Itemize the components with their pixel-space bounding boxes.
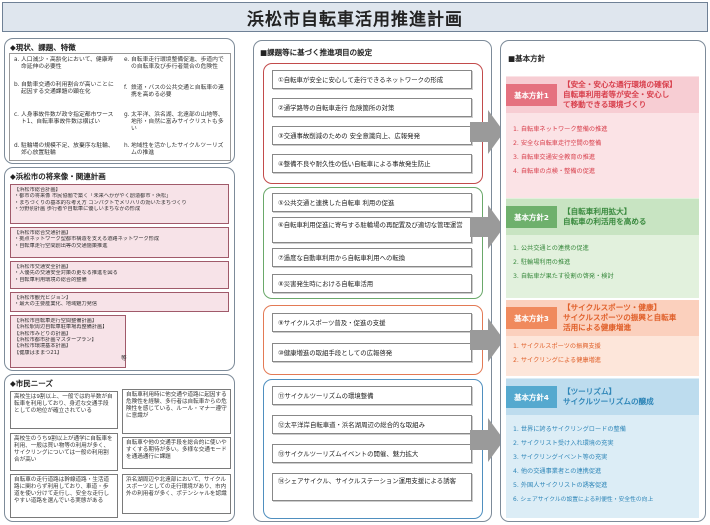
issues-panel: ◆現状、課題、特徴 a.人口減少・高齢化において、健康寿命延伸の必要性 e.自転…	[4, 38, 235, 164]
need-1: 高校生は9割以上、一般では約半数が自転車を利用しており、身近な交通手段としての地…	[10, 391, 118, 429]
policy-1-item-1: 1. 自転車ネットワーク整備の推進	[513, 126, 608, 133]
item-14: ⑭シェアサイクル、サイクルステーション運用支援による誘客	[272, 473, 472, 501]
policy-4-item-6: 6. シェアサイクルの設置による利便性・安全性の向上	[513, 497, 654, 503]
policy-2-item-1: 1. 公共交通との連携の促進	[513, 245, 589, 252]
policy-2-badge: 基本方針2	[506, 206, 557, 228]
issue-h: h.地域性を活かしたサイクルツーリズムの推進	[124, 143, 224, 157]
plans-heading: ◆浜松市の将来像・関連計画	[10, 172, 106, 181]
item-11: ⑪サイクルツーリズムの環境整備	[272, 386, 472, 405]
need-6: 浜名湖周辺や北遠部において、サイクルスポーツとしての走行環境があり、市内外の利用…	[122, 474, 231, 514]
item-5: ⑤公共交通と連携した自転車 利用の促進	[272, 193, 472, 212]
policy-4-item-3: 3. サイクリングイベント等の充実	[513, 454, 608, 461]
plan-anzen: 【浜松市交通安全計画】・人優先の交通安全対策の更なる推進を図る・自転車利用環境の…	[10, 261, 229, 289]
issue-d: d.駐輪場の規模不足、放棄序な駐輪、郊心放置駐輪	[14, 143, 114, 157]
page-title: 浜松市自転車活用推進計画	[2, 2, 708, 32]
policy-2-header: 基本方針2 【自転車利用拡大】自転車の利活用を高める	[506, 199, 699, 235]
plans-panel: ◆浜松市の将来像・関連計画 【浜松市総合計画】・都市の将来像 市民協働で築く「未…	[4, 167, 235, 371]
policy-3-title: 【サイクルスポーツ・健康】サイクルスポーツの振興と自転車活用による健康増進	[563, 303, 677, 332]
policy-1-item-4: 4. 自転車の点検・整備の促進	[513, 168, 596, 175]
item-10: ⑩健康増進の取組手段としての広報啓発	[272, 343, 472, 362]
policy-4-title: 【ツーリズム】サイクルツーリズムの醸成	[563, 387, 654, 406]
issues-inner-box	[9, 53, 231, 161]
policy-2-item-2: 2. 駐輪場利用の推進	[513, 259, 571, 266]
issues-heading: ◆現状、課題、特徴	[10, 43, 76, 52]
plan-kanko: 【浜松市観光ビジョン】・最大の主要産業化、地域魅力発信	[10, 292, 229, 312]
policy-4-item-2: 2. サイクリスト受け入れ環境の充実	[513, 440, 614, 447]
policy-4-item-1: 1. 世界に誇るサイクリングロードの整備	[513, 426, 626, 433]
policy-3-badge: 基本方針3	[506, 307, 557, 329]
item-7: ⑦過度な自動車利用から自転車利用への転換	[272, 248, 472, 267]
arrow-3-icon	[470, 318, 504, 362]
policy-4-item-5: 5. 外国人サイクリストの誘客促進	[513, 482, 608, 489]
policy-1-item-3: 3. 自転車交通安全教育の推進	[513, 154, 596, 161]
policy-panel: ■基本方針 基本方針1 【安全・安心な通行環境の確保】自転車利用者等が安全・安心…	[500, 40, 706, 522]
item-1: ①自転車が安全に安心して走行できるネットワークの形成	[272, 70, 472, 89]
policy-4-item-4: 4. 他の交通事業者との連携促進	[513, 468, 602, 475]
item-3: ③交通事故削減のための 安全意識向上、広報発発	[272, 126, 472, 145]
item-9: ⑨サイクルスポーツ普及・促進の支援	[272, 313, 472, 332]
arrow-2-icon	[470, 205, 504, 249]
arrow-4-icon	[470, 418, 504, 462]
policy-2-item-3: 3. 自転車が果たす役割の啓発・検討	[513, 273, 614, 280]
item-2: ②通学路等の自転車走行 危険箇所の対策	[272, 98, 472, 117]
policy-3-header: 基本方針3 【サイクルスポーツ・健康】サイクルスポーツの振興と自転車活用による健…	[506, 300, 699, 336]
need-3: 高校生のうち9割以上が通学に自転車を利用、一般は買い物等の利用が多く、サイクリン…	[10, 433, 118, 471]
issue-a: a.人口減少・高齢化において、健康寿命延伸の必要性	[14, 57, 114, 71]
item-12: ⑫太平洋岸自転車道・浜名湖周辺の総合的な取組み	[272, 415, 472, 434]
policy-heading: ■基本方針	[508, 54, 546, 63]
issue-b: b.自動車交通の利用割合が高いことに起因する交通課題の顕在化	[14, 82, 114, 96]
issue-g: g.太平洋、浜名湖、北遠部の山地等、地形・自然に富みサイクリストも多い	[124, 112, 224, 133]
item-4: ④整備不良や耐久性の低い自転車による事故発生防止	[272, 154, 472, 173]
plan-kotsu: 【浜松市総合交通計画】・拠点ネットワーク型都市構造を支える道路ネットワーク形成・…	[10, 227, 229, 258]
issue-e: e.自転車走行環境整備促進、歩道内での自転車及び歩行者競合の危険性	[124, 57, 224, 71]
needs-panel: ◆市民ニーズ 高校生は9割以上、一般では約半数が自転車を利用しており、身近な交通…	[4, 374, 235, 522]
item-8: ⑧災害発生時における自転車活用	[272, 274, 472, 293]
item-6: ⑥自転車利用促進に寄与する駐輪場の再配置及び適切な管理運営	[272, 217, 472, 243]
plan-others: 【浜松市自転車走行空間整備計画】【浜松駅周辺自転車駐車場再整備計画】【浜松市みど…	[10, 315, 126, 368]
policy-4-badge: 基本方針4	[506, 386, 557, 408]
policy-3-item-2: 2. サイクリングによる健康増進	[513, 357, 601, 364]
needs-heading: ◆市民ニーズ	[10, 379, 53, 388]
need-4: 自転車や他の交通手段を総合的に使いやすくする期待が多い。多様な交通モードを通過通…	[122, 437, 231, 469]
policy-2-title: 【自転車利用拡大】自転車の利活用を高める	[563, 207, 647, 226]
policy-1-header: 基本方針1 【安全・安心な通行環境の確保】自転車利用者等が安全・安心して移動でき…	[506, 77, 699, 113]
plan-sogo: 【浜松市総合計画】・都市の将来像 市民協働で築く「未来へかがやく創造都市・浜松」…	[10, 184, 229, 224]
items-heading: ■課題等に基づく推進項目の設定	[260, 48, 373, 57]
policy-1-badge: 基本方針1	[506, 84, 557, 106]
need-2: 自転車利用時に他交通や道路に起因する危険性を経験、多行者は自転車からの危険性を感…	[122, 389, 231, 434]
arrow-1-icon	[470, 110, 504, 154]
policy-1-title: 【安全・安心な通行環境の確保】自転車利用者等が安全・安心して移動できる環境づくり	[563, 80, 677, 109]
issue-f: f.鉄道・バスの公共交通と自転車の連携を高める必要	[124, 85, 224, 99]
issue-c: c.人身事故件数が政令指定都市ワースト1、自転車事故件数は横ばい	[14, 112, 114, 126]
policy-4-header: 基本方針4 【ツーリズム】サイクルツーリズムの醸成	[506, 379, 699, 415]
plans-etc: 等	[121, 356, 127, 362]
policy-1-item-2: 2. 安全な自転車走行空間の整備	[513, 140, 602, 147]
policy-3-item-1: 1. サイクルスポーツの振興支援	[513, 343, 601, 350]
items-panel: ■課題等に基づく推進項目の設定 ①自転車が安全に安心して走行できるネットワークの…	[253, 40, 492, 522]
item-13: ⑬サイクルツーリズムイベントの開催、魅力拡大	[272, 444, 472, 463]
need-5: 自転車の走行道路は幹線道路・生活道路に関わらず利用しており、車道・歩道を使い分け…	[10, 474, 118, 518]
